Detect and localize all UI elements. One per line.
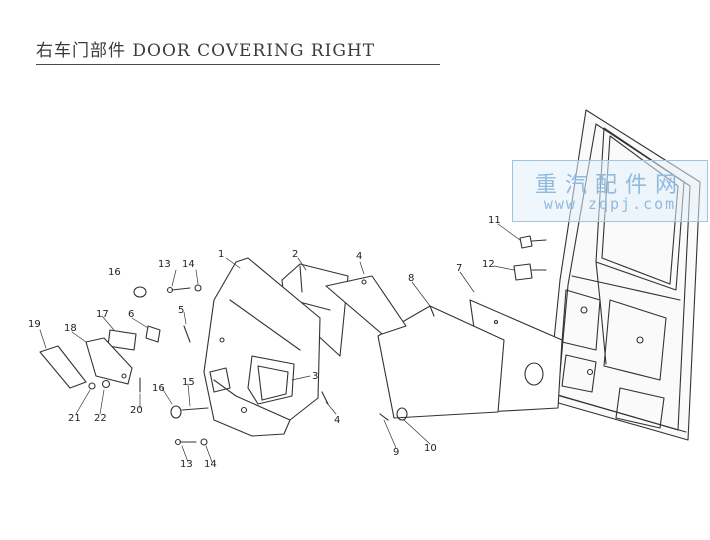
part-18-handle-bracket — [85, 337, 133, 385]
callout-17: 17 — [96, 309, 109, 320]
callout-4-lower: 4 — [334, 415, 341, 426]
callout-13-lower: 13 — [180, 459, 193, 470]
part-5-pin — [183, 325, 191, 343]
leader-lines — [39, 223, 521, 463]
part-17-plate — [107, 329, 137, 351]
part-16-cap-lower — [170, 405, 182, 419]
part-10-grommet — [396, 407, 408, 421]
callout-16-upper: 16 — [108, 267, 121, 278]
part-4-screw-lower — [321, 391, 329, 405]
callout-1: 1 — [218, 249, 225, 260]
part-13-screw-upper — [166, 286, 191, 294]
diagram-title: 右车门部件 DOOR COVERING RIGHT — [36, 41, 376, 61]
part-4-strip — [325, 275, 407, 335]
watermark-site-name: 重汽配件网 — [534, 173, 685, 198]
callout-14-lower: 14 — [204, 459, 217, 470]
callout-16-lower: 16 — [152, 383, 165, 394]
watermark-url: www.zqpj.com — [543, 195, 677, 213]
callout-6: 6 — [128, 309, 135, 320]
callout-19: 19 — [28, 319, 41, 330]
part-13-screw-lower — [174, 438, 197, 446]
callout-5: 5 — [178, 305, 185, 316]
part-19-handle — [39, 345, 87, 389]
callout-14-upper: 14 — [182, 259, 195, 270]
part-9-clip — [379, 413, 389, 421]
part-6-bushing — [145, 325, 161, 343]
callout-11: 11 — [488, 215, 501, 226]
title-underline — [36, 64, 440, 65]
part-22-washer — [101, 379, 111, 389]
callout-9: 9 — [393, 447, 400, 458]
callout-13-upper: 13 — [158, 259, 171, 270]
callout-8: 8 — [408, 273, 415, 284]
callout-2: 2 — [292, 249, 299, 260]
callout-15: 15 — [182, 377, 195, 388]
callout-20: 20 — [130, 405, 143, 416]
callout-18: 18 — [64, 323, 77, 334]
callout-7: 7 — [456, 263, 463, 274]
callout-3: 3 — [312, 371, 319, 382]
part-16-cap-upper — [133, 286, 147, 298]
part-14-washer-lower — [200, 438, 208, 446]
callout-4-upper: 4 — [356, 251, 363, 262]
part-15-bolt — [181, 407, 209, 411]
callout-12: 12 — [482, 259, 495, 270]
part-3-pocket — [247, 355, 295, 405]
part-14-washer-upper — [194, 284, 202, 292]
watermark-box: 重汽配件网 www.zqpj.com — [512, 160, 708, 222]
callout-10: 10 — [424, 443, 437, 454]
callout-21: 21 — [68, 413, 81, 424]
part-12-bracket — [513, 263, 547, 281]
part-21-screw — [88, 382, 96, 390]
part-11-clip — [519, 235, 547, 249]
part-8-panel — [377, 305, 505, 419]
callout-22: 22 — [94, 413, 107, 424]
